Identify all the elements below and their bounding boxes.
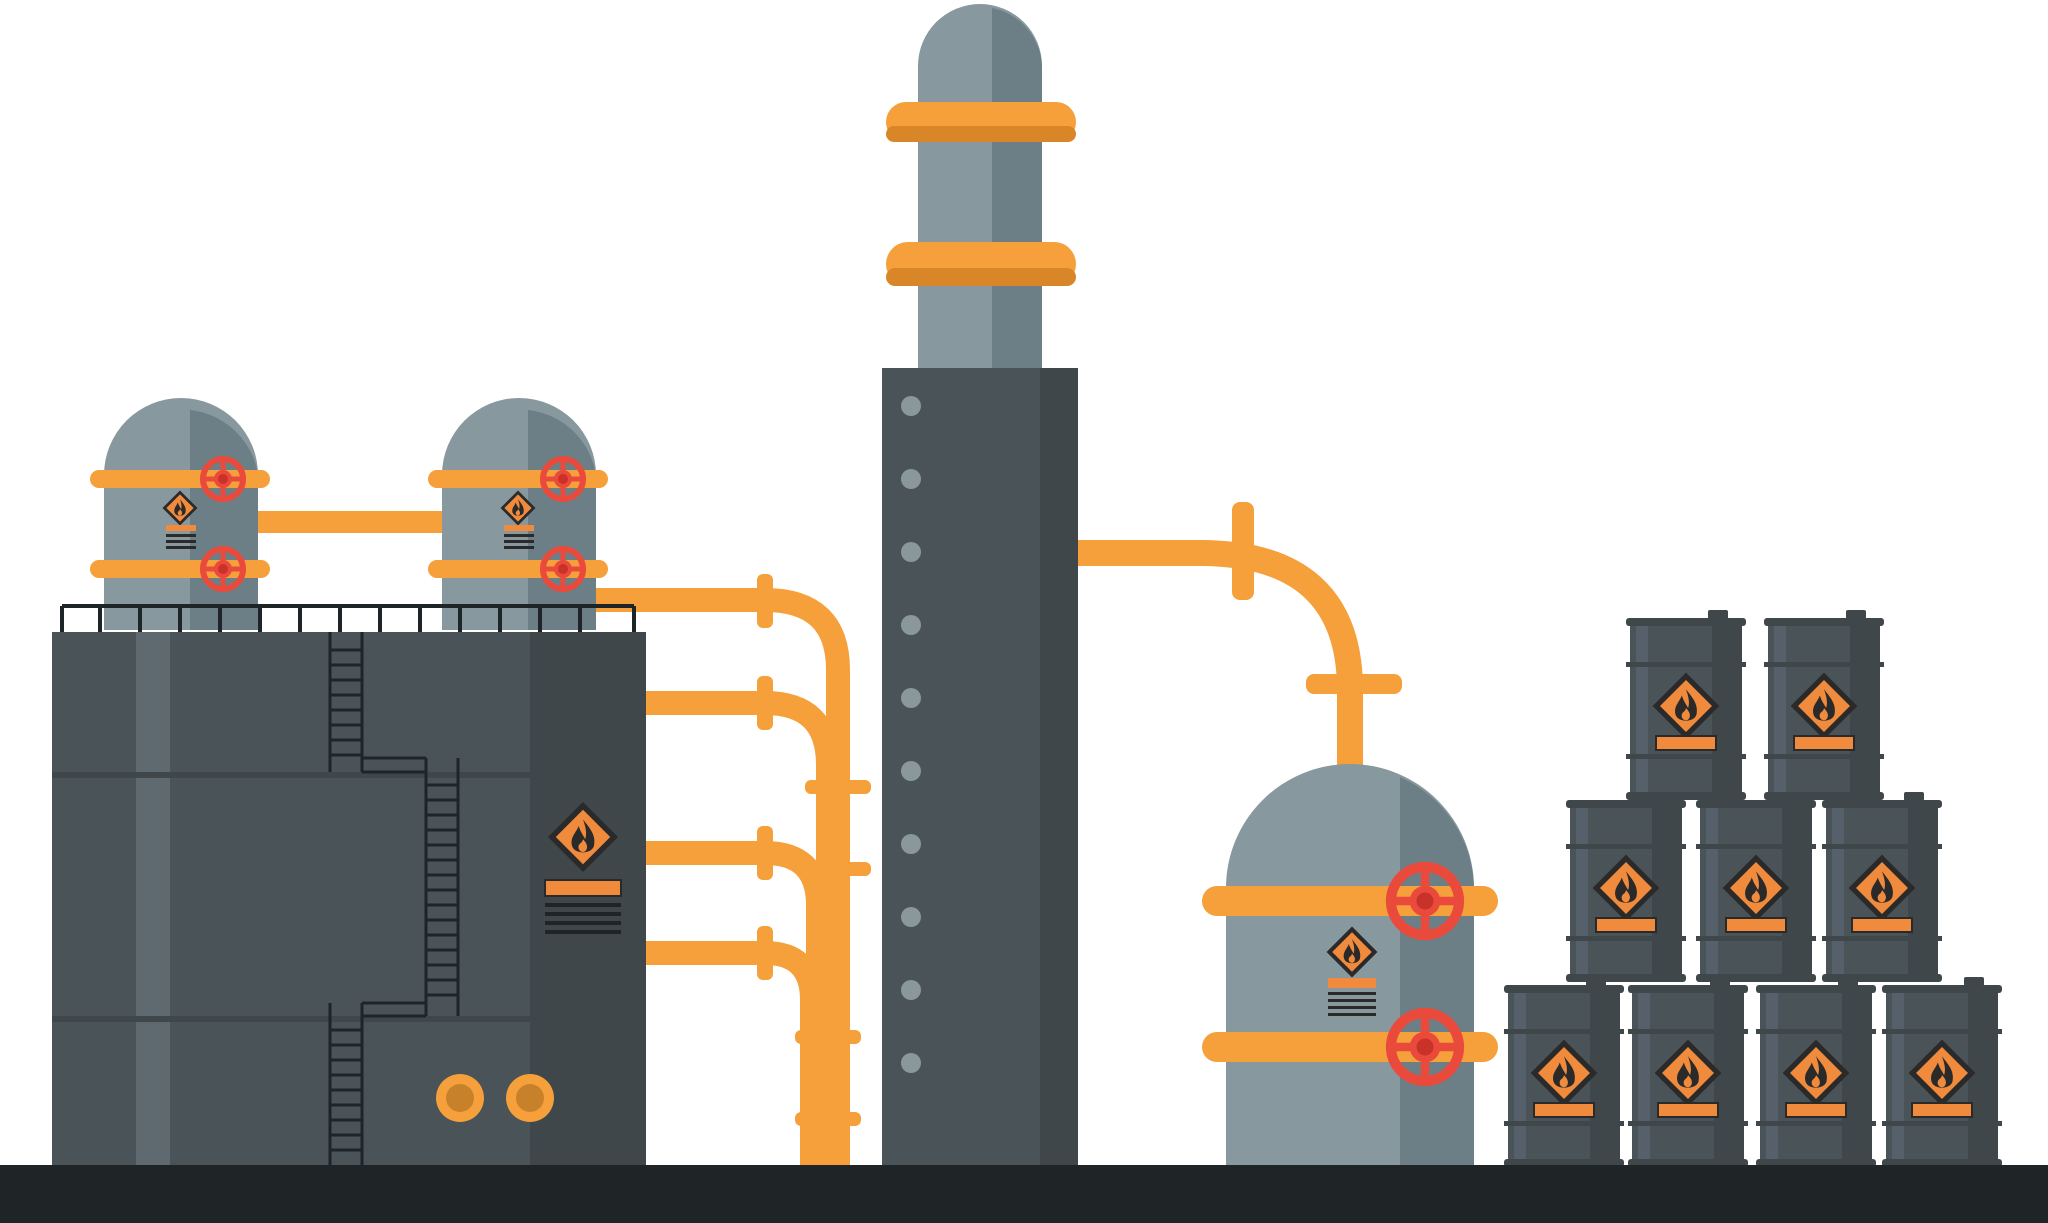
- oil-barrel-icon: [1756, 977, 1876, 1167]
- ground-strip: [0, 1165, 2048, 1223]
- oil-barrel-icon: [1822, 792, 1942, 982]
- oil-barrel-icon: [1764, 610, 1884, 800]
- barrel-stack: [1504, 610, 2002, 1167]
- right-pressure-vessel: [1202, 764, 1498, 1167]
- small-tank-left: [90, 398, 270, 630]
- oil-barrel-icon: [1566, 792, 1686, 982]
- valve-wheel-icon[interactable]: [1391, 1013, 1459, 1081]
- tank-ladder: [328, 632, 460, 1167]
- pipe-flanges: [757, 502, 1402, 1126]
- roof-railing: [60, 604, 636, 632]
- valve-wheel-icon[interactable]: [203, 459, 243, 499]
- valve-wheel-icon[interactable]: [543, 459, 583, 499]
- large-storage-tank: [52, 604, 646, 1167]
- column-rivets: [901, 396, 921, 1073]
- gauge-icon: [436, 1074, 554, 1122]
- oil-barrel-icon: [1504, 977, 1624, 1167]
- oil-barrel-icon: [1626, 610, 1746, 800]
- oil-barrel-icon: [1696, 792, 1816, 982]
- valve-wheel-icon[interactable]: [203, 549, 243, 589]
- oil-barrel-icon: [1628, 977, 1748, 1167]
- oil-barrel-icon: [1882, 977, 2002, 1167]
- small-tank-right: [428, 398, 608, 630]
- valve-wheel-icon[interactable]: [543, 549, 583, 589]
- valve-wheel-icon[interactable]: [1391, 867, 1459, 935]
- distillation-column: [882, 4, 1078, 1168]
